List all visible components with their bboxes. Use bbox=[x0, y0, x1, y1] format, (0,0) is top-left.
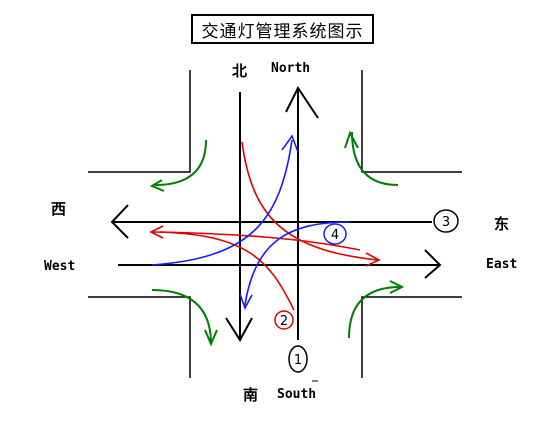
road-corner-nw bbox=[88, 70, 191, 173]
diagram-title: 交通灯管理系统图示 bbox=[191, 14, 374, 44]
label-north-cn: 北 bbox=[232, 62, 248, 80]
label-south-en: South bbox=[277, 387, 317, 402]
right-turn-se-head bbox=[389, 280, 405, 294]
right-turn-nw bbox=[154, 139, 207, 186]
blue-routes bbox=[151, 134, 351, 310]
red-route-to-west bbox=[151, 231, 295, 311]
label-west-cn: 西 bbox=[51, 200, 67, 218]
label-east-cn: 东 bbox=[494, 215, 510, 233]
straight-lanes bbox=[110, 86, 442, 342]
arrowhead-south bbox=[225, 317, 253, 342]
marker-1-ring bbox=[288, 345, 308, 373]
blue-route-north-head bbox=[281, 134, 299, 153]
arrowhead-west bbox=[110, 204, 129, 239]
blue-route-east-to-south bbox=[244, 221, 351, 306]
marker-4-ring bbox=[323, 223, 347, 245]
right-turn-se bbox=[348, 286, 401, 339]
label-east-en: East bbox=[486, 257, 518, 272]
red-route-east-head bbox=[365, 252, 381, 267]
blue-route-west-to-north bbox=[151, 139, 293, 266]
route-markers: 1 2 3 4 bbox=[274, 209, 459, 382]
right-turn-sw bbox=[151, 289, 212, 343]
road-corner-sw bbox=[88, 296, 191, 378]
red-route-east-to-west bbox=[159, 231, 361, 251]
marker-2-ring bbox=[274, 310, 294, 330]
marker-1-label: 1 bbox=[294, 353, 302, 368]
road-edges bbox=[88, 70, 462, 378]
label-south-cn: 南 bbox=[243, 386, 259, 404]
red-route-west-head bbox=[149, 225, 164, 239]
marker-3-ring bbox=[433, 209, 459, 233]
road-corner-ne bbox=[361, 70, 462, 173]
label-north-en: North bbox=[271, 61, 311, 76]
arrowhead-north bbox=[285, 86, 319, 119]
right-turn-sw-head bbox=[204, 329, 218, 347]
right-turn-ne-head bbox=[344, 130, 359, 149]
red-route-north-to-east bbox=[241, 141, 379, 261]
road-corner-se bbox=[361, 296, 462, 378]
marker-3-label: 3 bbox=[442, 215, 450, 230]
arrowhead-east bbox=[424, 249, 442, 279]
right-turn-ne bbox=[351, 131, 399, 186]
marker-2-label: 2 bbox=[280, 314, 288, 329]
right-turn-arrows bbox=[149, 130, 405, 347]
marker-4-label: 4 bbox=[331, 228, 339, 243]
right-turn-nw-head bbox=[149, 179, 165, 192]
label-west-en: West bbox=[44, 259, 76, 274]
red-routes bbox=[149, 141, 381, 311]
blue-route-south-head bbox=[239, 293, 253, 310]
